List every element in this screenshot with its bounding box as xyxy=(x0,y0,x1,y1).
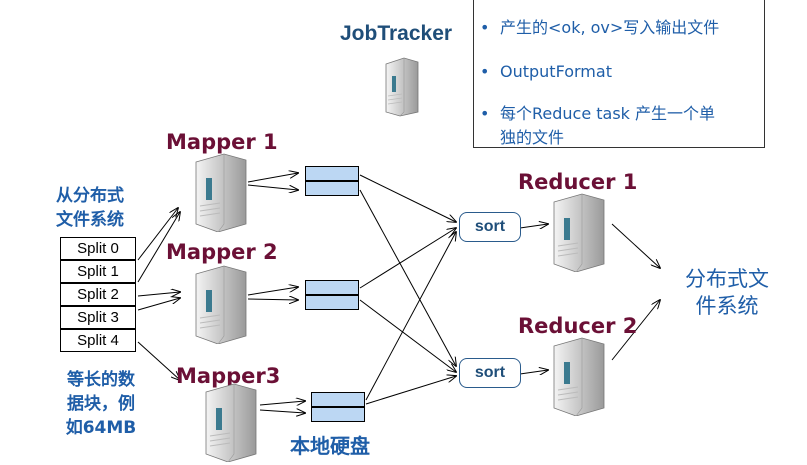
reducer1-server-icon xyxy=(553,193,605,272)
arrow-split-mapper1b xyxy=(137,212,180,283)
mapper3-server-icon xyxy=(205,383,257,462)
mapper1-label: Mapper 1 xyxy=(166,130,278,154)
mapper2-server-icon xyxy=(195,265,247,344)
arrow-sort1-reducer1 xyxy=(519,224,548,228)
mapper1-buffer-block-a xyxy=(305,166,359,181)
sort-box-1: sort xyxy=(459,212,521,242)
local-disk-label: 本地硬盘 xyxy=(290,434,370,458)
arrow-m2-buf-b xyxy=(247,299,298,300)
mapper2-buffer-block-b xyxy=(305,295,359,310)
arrow-buf2-sort1 xyxy=(359,228,456,289)
jobtracker-label: JobTracker xyxy=(340,22,453,45)
mapper1-buffer-block-b xyxy=(305,181,359,196)
arrow-m1-buf-b xyxy=(247,184,298,190)
split-cell: Split 0 xyxy=(60,237,136,260)
split-cell: Split 2 xyxy=(60,283,136,306)
reducer1-label: Reducer 1 xyxy=(518,170,638,194)
bullet-icon: • xyxy=(480,62,490,81)
sort-box-2: sort xyxy=(459,358,521,388)
arrow-reducer2-output xyxy=(611,300,660,361)
arrow-buf1-sort1 xyxy=(359,174,456,222)
arrow-buf1-sort2 xyxy=(359,189,456,366)
mapper3-label: Mapper3 xyxy=(176,364,281,388)
note-item-1: •产生的<ok, ov>写入输出文件 xyxy=(480,18,720,37)
arrow-split-mapper2b xyxy=(137,298,180,311)
input-fs-label: 从分布式 文件系统 xyxy=(56,186,124,230)
arrow-split-mapper3 xyxy=(137,341,180,380)
arrow-m1-buf-a xyxy=(247,173,298,183)
arrow-split-mapper1 xyxy=(137,208,178,261)
arrow-m3-buf-a xyxy=(259,401,305,405)
bullet-icon: • xyxy=(480,104,490,123)
output-note-box: •产生的<ok, ov>写入输出文件 •OutputFormat •每个Redu… xyxy=(473,0,765,148)
note-item-4: 独的文件 xyxy=(500,128,565,147)
split-cell: Split 3 xyxy=(60,306,136,329)
split-cell: Split 4 xyxy=(60,329,136,352)
arrow-m2-buf-a xyxy=(247,287,298,296)
mapper2-label: Mapper 2 xyxy=(166,240,278,264)
mapper3-buffer-block-b xyxy=(311,407,365,422)
note-item-2: •OutputFormat xyxy=(480,62,612,81)
mapper3-buffer-block-a xyxy=(311,392,365,407)
splits-table: Split 0 Split 1 Split 2 Split 3 Split 4 xyxy=(60,237,136,352)
jobtracker-server-icon xyxy=(385,57,419,117)
arrow-buf2-sort2 xyxy=(359,299,456,372)
arrow-buf3-sort2 xyxy=(365,376,456,405)
arrow-sort2-reducer2 xyxy=(519,370,548,374)
arrow-split-mapper2 xyxy=(137,292,180,296)
reducer2-server-icon xyxy=(553,337,605,416)
arrow-buf3-sort1 xyxy=(365,232,456,401)
reducer2-label: Reducer 2 xyxy=(518,314,638,338)
split-cell: Split 1 xyxy=(60,260,136,283)
split-size-note: 等长的数 据块，例 如64MB xyxy=(65,370,137,438)
bullet-icon: • xyxy=(480,18,490,37)
mapper2-buffer-block-a xyxy=(305,280,359,295)
arrow-reducer1-output xyxy=(611,223,660,268)
mapper1-server-icon xyxy=(195,153,247,232)
note-item-3: •每个Reduce task 产生一个单 xyxy=(480,104,716,123)
output-fs-label: 分布式文 件系统 xyxy=(685,267,769,318)
arrow-m3-buf-b xyxy=(259,410,305,413)
